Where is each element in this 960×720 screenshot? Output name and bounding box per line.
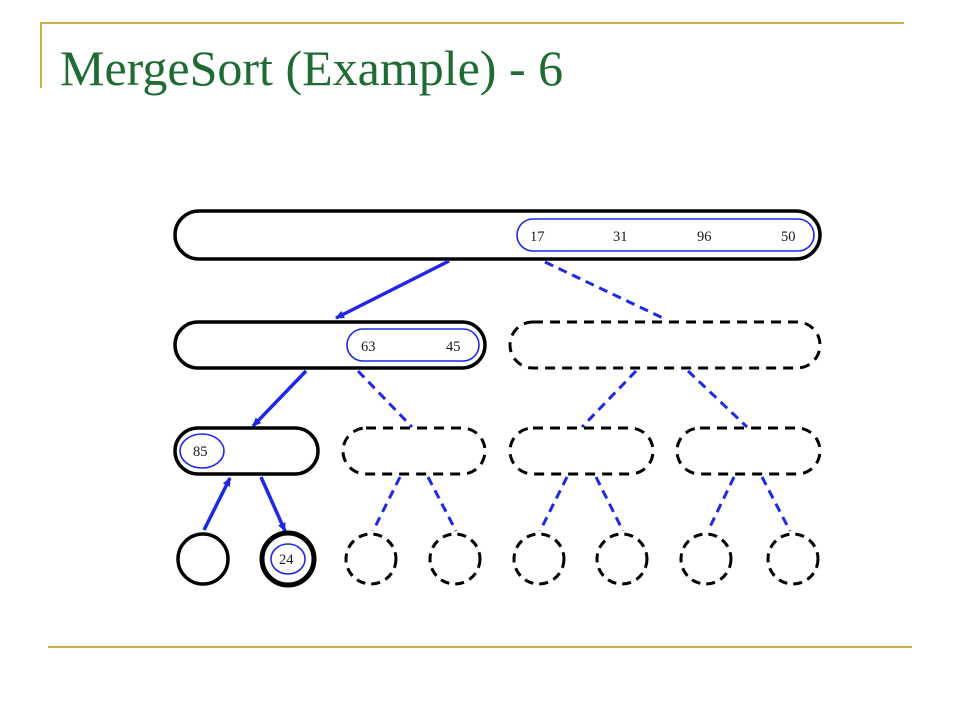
leaf-4 [428,532,482,586]
node-level2-3 [508,426,655,476]
leaf-2 [259,530,317,588]
level1-left-highlight-sequence [346,328,480,362]
edge-right-to-level2-right-dashed [686,369,749,429]
node-level2-2 [341,426,487,476]
edge-level2-1-from-leaf1-arrow [202,477,232,531]
edge-level2-1-to-leaf2-arrow [259,476,287,532]
edge-level2-2-to-leaf3-dashed [371,476,402,532]
top-rule [40,22,904,24]
level2-1-value: 85 [193,444,208,460]
edge-root-to-left-arrow [335,259,450,320]
leaf-6 [595,532,649,586]
leaf-2-highlight-value [270,543,306,575]
edge-level2-4-to-leaf7-dashed [706,476,736,532]
slide-title: MergeSort (Example) - 6 [60,40,564,96]
root-value-1: 17 [530,229,545,245]
edge-root-to-right-dashed [544,260,666,321]
edge-level2-4-to-leaf8-dashed [760,476,792,532]
node-level1-right [508,320,822,370]
root-value-3: 96 [697,229,712,245]
root-value-2: 31 [613,229,628,245]
edge-left-to-level2-left-arrow [251,369,308,428]
root-highlight-sequence [516,218,815,252]
node-level1-left [173,320,487,370]
level2-1-highlight-value [179,433,225,469]
node-level2-1 [173,426,320,476]
leaf-8 [766,532,820,586]
leaf-1 [176,532,230,586]
node-level2-4 [675,426,822,476]
edge-level2-3-to-leaf6-dashed [594,476,625,532]
left-rule [40,22,42,88]
level1-left-value-2: 45 [446,339,461,355]
root-value-4: 50 [781,229,796,245]
leaf-7 [679,532,733,586]
leaf-2-value: 24 [279,552,294,568]
node-level0-root [173,209,822,261]
leaf-5 [512,532,566,586]
edge-level2-3-to-leaf5-dashed [538,476,569,532]
edge-left-to-level2-right-dashed [356,369,414,429]
bottom-rule [48,646,912,648]
edge-right-to-level2-left-dashed [580,369,638,429]
leaf-3 [344,532,398,586]
level1-left-value-1: 63 [361,339,376,355]
edge-level2-2-to-leaf4-dashed [426,476,458,532]
